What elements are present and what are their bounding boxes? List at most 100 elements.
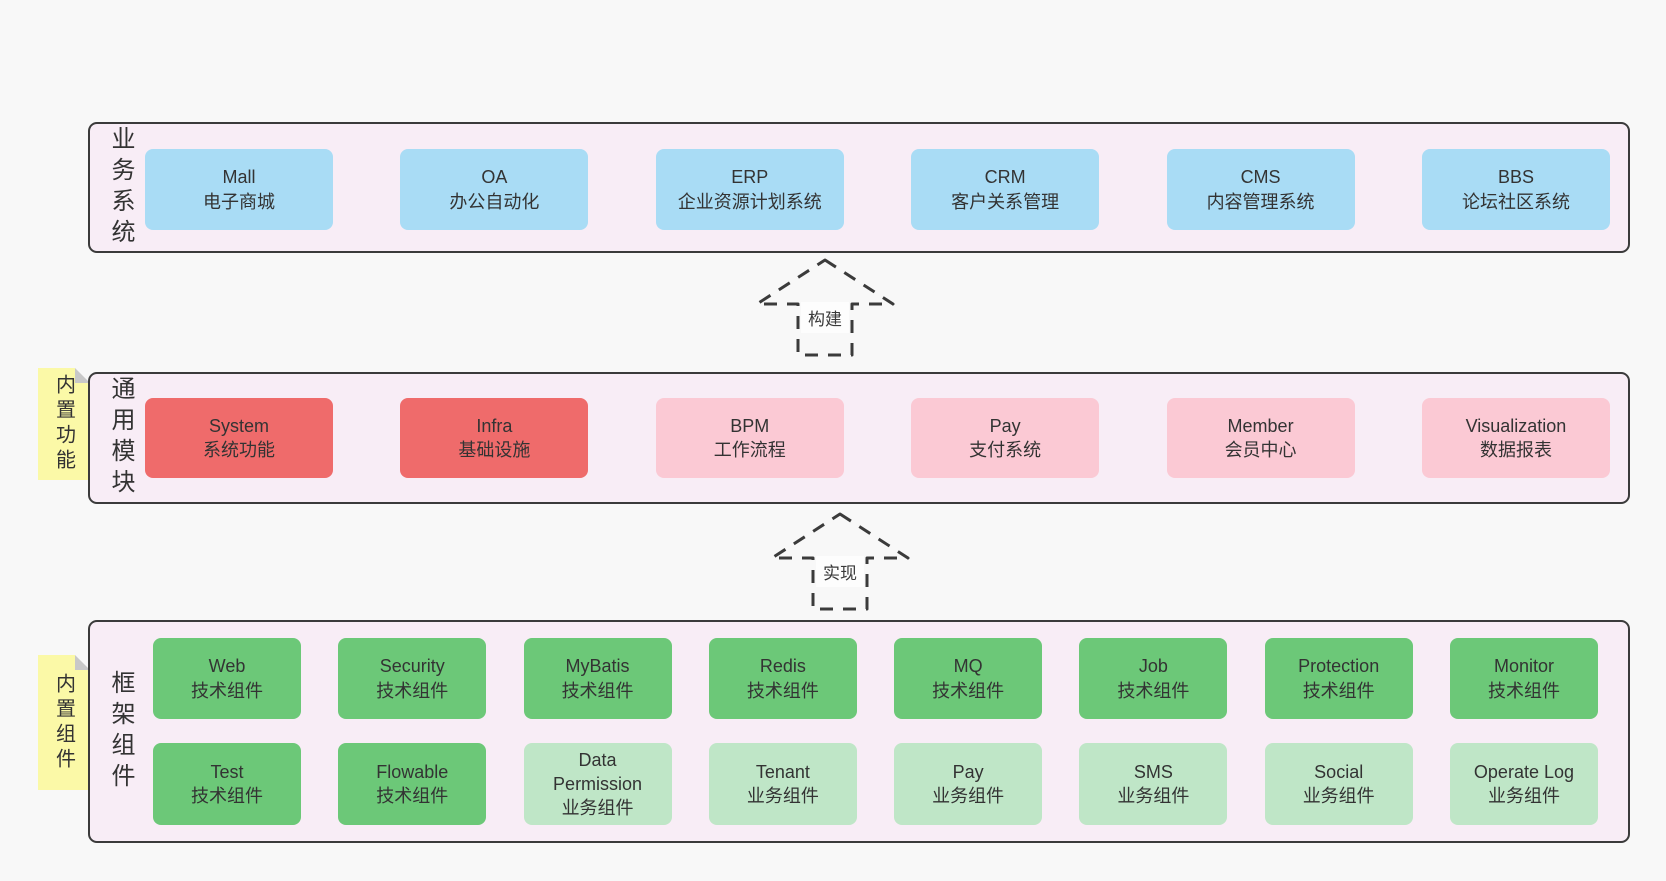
box-title: Infra (476, 415, 513, 436)
box-title: Web (208, 656, 246, 677)
box-pay-system: Pay 支付系统 (911, 398, 1100, 478)
box-crm: CRM 客户关系管理 (911, 149, 1100, 230)
box-social: Social 业务组件 (1264, 743, 1413, 825)
box-bbs: BBS 论坛社区系统 (1421, 149, 1610, 230)
box-title: Redis (759, 656, 806, 677)
box-title: SMS (1133, 761, 1173, 782)
box-subtitle: 技术组件 (191, 680, 263, 701)
box-subtitle: 技术组件 (376, 786, 449, 806)
band-label-business-systems: 业务系统 (107, 125, 134, 250)
box-cms: CMS 内容管理系统 (1166, 149, 1355, 230)
box-subtitle: 业务组件 (932, 786, 1005, 806)
arrow-build: 构建 (755, 258, 895, 358)
box-subtitle: 业务组件 (561, 798, 634, 819)
box-title: Pay (989, 415, 1021, 436)
box-visualization: Visualization 数据报表 (1421, 398, 1610, 478)
box-title: Job (1138, 656, 1168, 677)
box-title: Security (379, 656, 445, 677)
box-subtitle: 电子商城 (203, 191, 275, 212)
box-title: Pay (952, 761, 984, 782)
box-title: ERP (731, 167, 769, 188)
box-operate-log: Operate Log 业务组件 (1449, 743, 1598, 825)
box-test: Test 技术组件 (153, 743, 301, 825)
box-subtitle: 会员中心 (1224, 440, 1297, 460)
box-job: Job 技术组件 (1079, 638, 1228, 719)
box-subtitle: 内容管理系统 (1206, 191, 1315, 212)
business-box-row: Mall 电子商城 OA 办公自动化 ERP 企业资源计划系统 CRM 客户关系… (145, 149, 1610, 230)
box-tenant: Tenant 业务组件 (708, 743, 857, 825)
box-title: Flowable (376, 761, 449, 782)
box-member: Member 会员中心 (1166, 398, 1355, 478)
box-web: Web 技术组件 (153, 638, 301, 719)
band-framework-components: 框架组件 Web 技术组件 Security 技术组件 MyBatis 技术组件… (88, 620, 1630, 843)
box-erp: ERP 企业资源计划系统 (655, 149, 844, 230)
box-subtitle: 技术组件 (191, 786, 263, 806)
box-oa: OA 办公自动化 (400, 149, 589, 230)
box-subtitle: 技术组件 (561, 680, 634, 701)
box-infra: Infra 基础设施 (400, 398, 589, 478)
box-subtitle: 工作流程 (713, 440, 786, 460)
box-title: Operate Log (1473, 761, 1574, 782)
box-subtitle: 技术组件 (376, 680, 449, 701)
box-subtitle: 论坛社区系统 (1461, 191, 1570, 212)
common-box-row: System 系统功能 Infra 基础设施 BPM 工作流程 Pay 支付系统… (145, 398, 1610, 478)
box-system: System 系统功能 (145, 398, 333, 478)
box-title: Monitor (1493, 656, 1554, 677)
box-title: Tenant (755, 761, 810, 782)
box-bpm: BPM 工作流程 (655, 398, 844, 478)
box-title: Test (210, 761, 244, 782)
box-title: Member (1227, 415, 1294, 436)
box-monitor: Monitor 技术组件 (1449, 638, 1598, 719)
box-mall: Mall 电子商城 (145, 149, 333, 230)
sticky-note-builtin-features: 内置功能 (38, 368, 90, 480)
box-subtitle: 客户关系管理 (951, 191, 1060, 212)
box-subtitle: 基础设施 (458, 440, 531, 460)
band-label-framework-components: 框架组件 (107, 669, 134, 794)
box-mybatis: MyBatis 技术组件 (523, 638, 672, 719)
box-subtitle: 技术组件 (1487, 680, 1560, 701)
box-title: MyBatis (565, 656, 630, 677)
box-subtitle: 技术组件 (1302, 680, 1375, 701)
box-subtitle: 支付系统 (969, 440, 1042, 460)
box-title: Data Permission (553, 749, 643, 794)
box-subtitle: 业务组件 (1302, 786, 1375, 806)
band-business-systems: 业务系统 Mall 电子商城 OA 办公自动化 ERP 企业资源计划系统 CRM… (88, 122, 1630, 253)
arrow-implement: 实现 (770, 512, 910, 612)
box-subtitle: 技术组件 (932, 680, 1005, 701)
arrow-build-label: 构建 (801, 302, 849, 333)
sticky-note-label: 内置功能 (52, 374, 75, 474)
box-title: Social (1314, 761, 1364, 782)
box-title: Visualization (1465, 415, 1567, 436)
box-subtitle: 系统功能 (203, 440, 275, 460)
box-mq: MQ 技术组件 (894, 638, 1043, 719)
box-title: OA (481, 167, 508, 188)
sticky-note-label: 内置组件 (52, 672, 75, 773)
box-subtitle: 业务组件 (746, 786, 819, 806)
box-sms: SMS 业务组件 (1079, 743, 1228, 825)
box-title: CRM (984, 167, 1026, 188)
box-title: Protection (1298, 656, 1380, 677)
sticky-note-builtin-components: 内置组件 (38, 655, 90, 790)
framework-box-row-2: Test 技术组件 Flowable 技术组件 Data Permission … (153, 743, 1598, 825)
box-subtitle: 技术组件 (1117, 680, 1190, 701)
box-title: CMS (1240, 167, 1281, 188)
box-title: Mall (222, 167, 256, 188)
box-pay-component: Pay 业务组件 (894, 743, 1043, 825)
box-title: BBS (1497, 167, 1534, 188)
box-subtitle: 办公自动化 (449, 191, 540, 212)
arrow-implement-label: 实现 (816, 556, 864, 587)
box-flowable: Flowable 技术组件 (338, 743, 487, 825)
band-common-modules: 通用模块 System 系统功能 Infra 基础设施 BPM 工作流程 Pay… (88, 372, 1630, 504)
box-title: BPM (730, 415, 770, 436)
box-title: MQ (953, 656, 983, 677)
framework-box-row-1: Web 技术组件 Security 技术组件 MyBatis 技术组件 Redi… (153, 638, 1598, 719)
band-label-common-modules: 通用模块 (107, 376, 134, 500)
box-subtitle: 业务组件 (1117, 786, 1190, 806)
box-subtitle: 技术组件 (746, 680, 819, 701)
box-subtitle: 企业资源计划系统 (677, 191, 822, 212)
box-subtitle: 数据报表 (1479, 440, 1552, 460)
box-subtitle: 业务组件 (1487, 786, 1560, 806)
box-security: Security 技术组件 (338, 638, 487, 719)
box-data-permission: Data Permission 业务组件 (523, 743, 672, 825)
box-redis: Redis 技术组件 (708, 638, 857, 719)
